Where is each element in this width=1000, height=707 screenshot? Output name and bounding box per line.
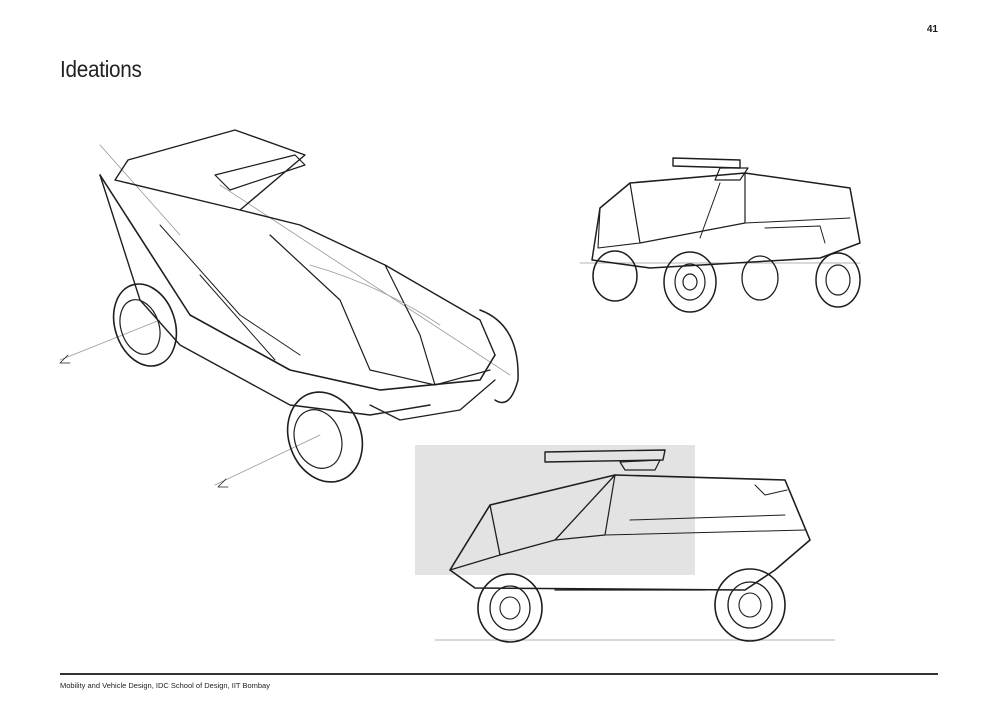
vehicle-sketch-side-view	[415, 440, 850, 650]
vehicle-sketch-perspective	[40, 115, 540, 505]
page-title: Ideations	[60, 56, 142, 82]
footer-rule	[60, 673, 938, 675]
background-panel	[415, 445, 695, 575]
vehicle-sketch-three-quarter	[570, 148, 870, 323]
page-number: 41	[926, 24, 938, 35]
footer-text: Mobility and Vehicle Design, IDC School …	[60, 681, 270, 690]
